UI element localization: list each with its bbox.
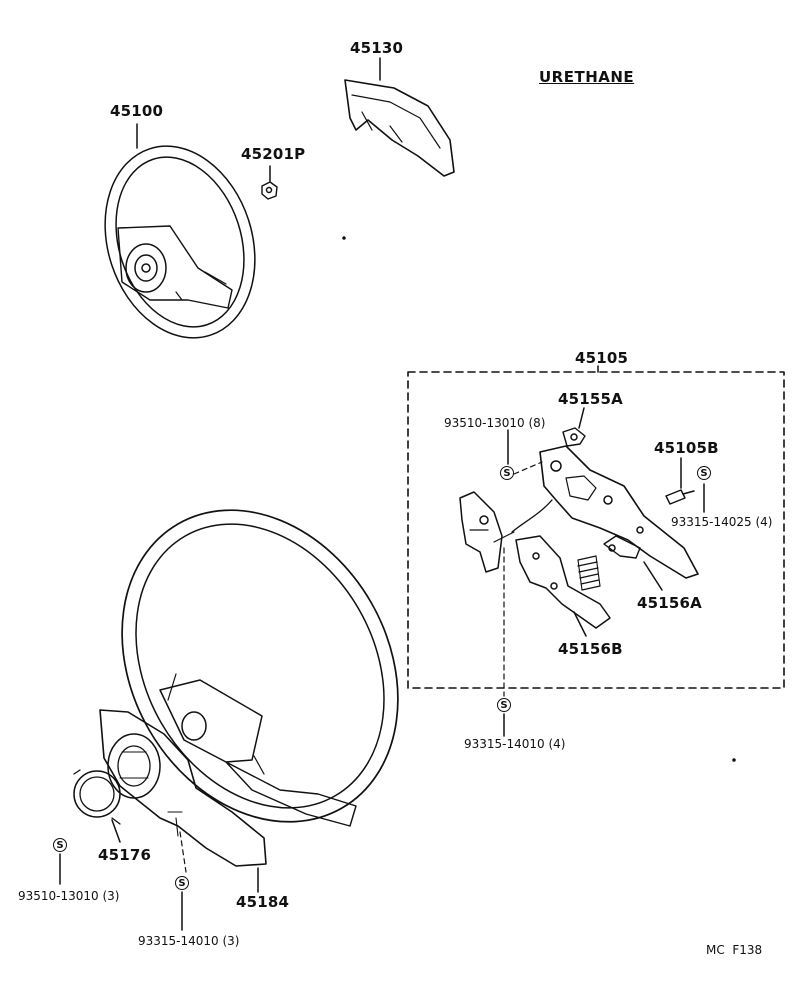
cover-45184 [99,709,267,867]
label-45155a: 45155A [558,390,623,408]
screw-symbol-assembly-bottom: S [497,698,511,712]
label-93315-14010-3: 93315-14010 (3) [138,934,240,948]
label-45156b: 45156B [558,640,623,658]
steering-wheel-upper [104,145,256,339]
screw-symbol-upper: S [500,466,514,480]
guide-dashed-cover [179,831,187,873]
plate-45156a [603,535,641,559]
label-93510-13010-8: 93510-13010 (8) [444,416,546,430]
label-45156a: 45156A [637,594,702,612]
label-45201p: 45201P [241,145,306,163]
figure-code: MC F138 [706,943,763,957]
nut-part [261,181,278,200]
bracket-45155a [562,427,586,447]
plate-45156b [515,535,611,629]
horn-pad [344,79,455,177]
leader-45176 [111,819,121,843]
label-45105: 45105 [575,349,629,367]
label-45176: 45176 [98,846,152,864]
label-45105b: 45105B [654,439,719,457]
dot-mark-2 [732,758,736,762]
label-93510-13010-3: 93510-13010 (3) [18,889,120,903]
wire [511,499,553,533]
screw-symbol-ring: S [53,838,67,852]
left-plate [459,491,515,573]
spring-part [577,555,601,591]
ring-45176 [73,769,121,825]
dot-mark-1 [342,236,346,240]
leader-45155a [578,407,585,429]
guide-dashed-upper [513,461,543,475]
screw-symbol-bolt: S [697,466,711,480]
bolt-45105b [665,489,695,505]
material-note: URETHANE [539,68,635,86]
spoke-plate [539,445,699,579]
label-93315-14025: 93315-14025 (4) [671,515,773,529]
label-45130: 45130 [350,39,404,57]
leader-45156b [573,611,587,637]
label-93315-14010-4: 93315-14010 (4) [464,737,566,751]
label-45184: 45184 [236,893,290,911]
steering-wheel-lower [121,509,399,827]
assembly-boundary [407,371,785,689]
screw-symbol-cover: S [175,876,189,890]
label-45100: 45100 [110,102,164,120]
leader-45156a [643,561,663,591]
